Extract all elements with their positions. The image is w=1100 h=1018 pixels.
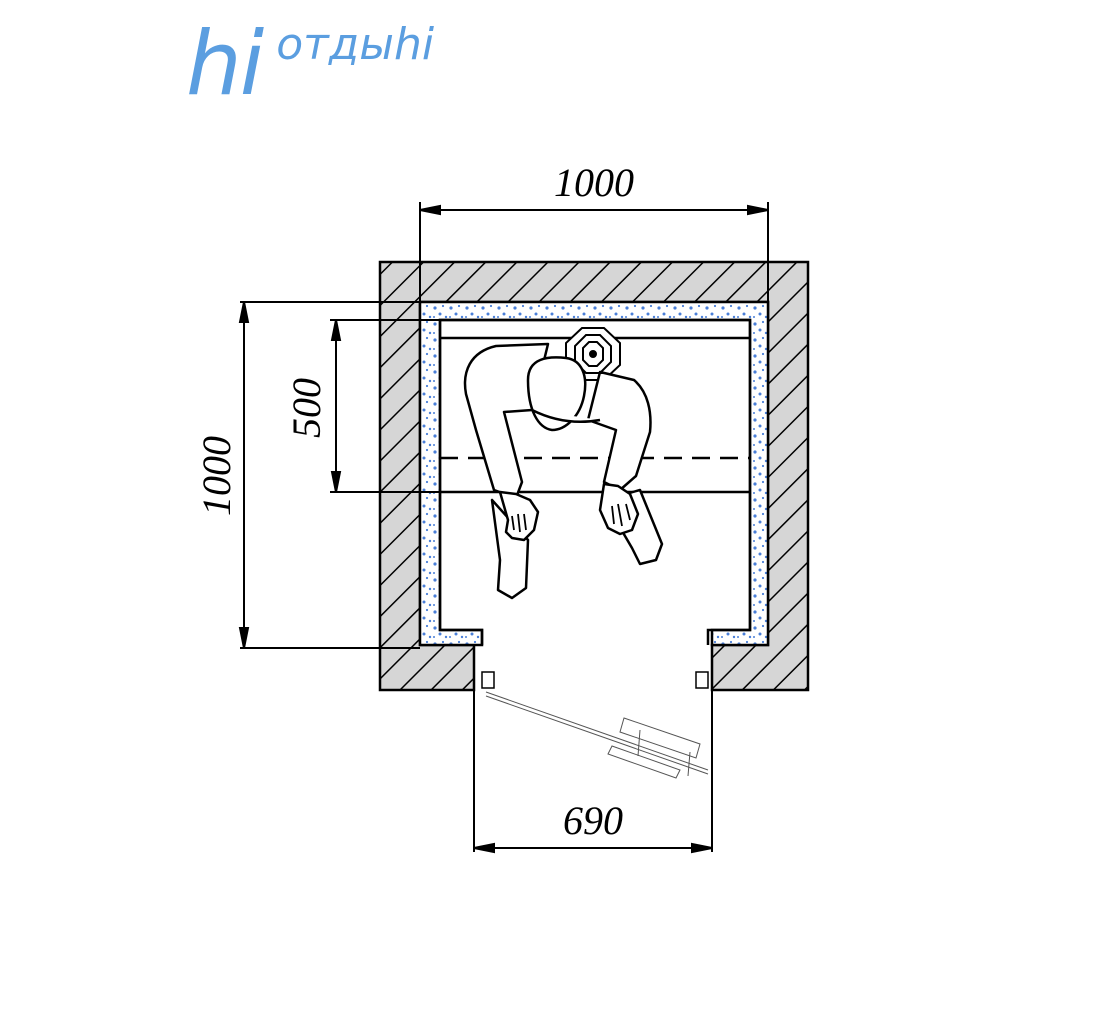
dimension-depth-left-label: 1000 xyxy=(194,436,239,516)
dimension-width-top xyxy=(419,202,769,302)
dimension-door-width-label: 690 xyxy=(563,798,623,843)
dimension-seat-depth xyxy=(330,319,440,493)
inner-wall-outline xyxy=(438,318,752,645)
door-leaf xyxy=(485,691,709,779)
dimension-door-width xyxy=(473,690,713,854)
dimension-width-top-label: 1000 xyxy=(554,160,634,205)
outer-wall xyxy=(378,260,810,692)
door-hinges xyxy=(481,671,709,689)
dimension-seat-depth-label: 500 xyxy=(284,378,329,438)
dimension-depth-left xyxy=(238,301,420,649)
seated-person-figure xyxy=(463,342,664,600)
logo-hi-text: hi xyxy=(186,12,264,115)
logo-word-text: отдыhi xyxy=(276,19,435,70)
